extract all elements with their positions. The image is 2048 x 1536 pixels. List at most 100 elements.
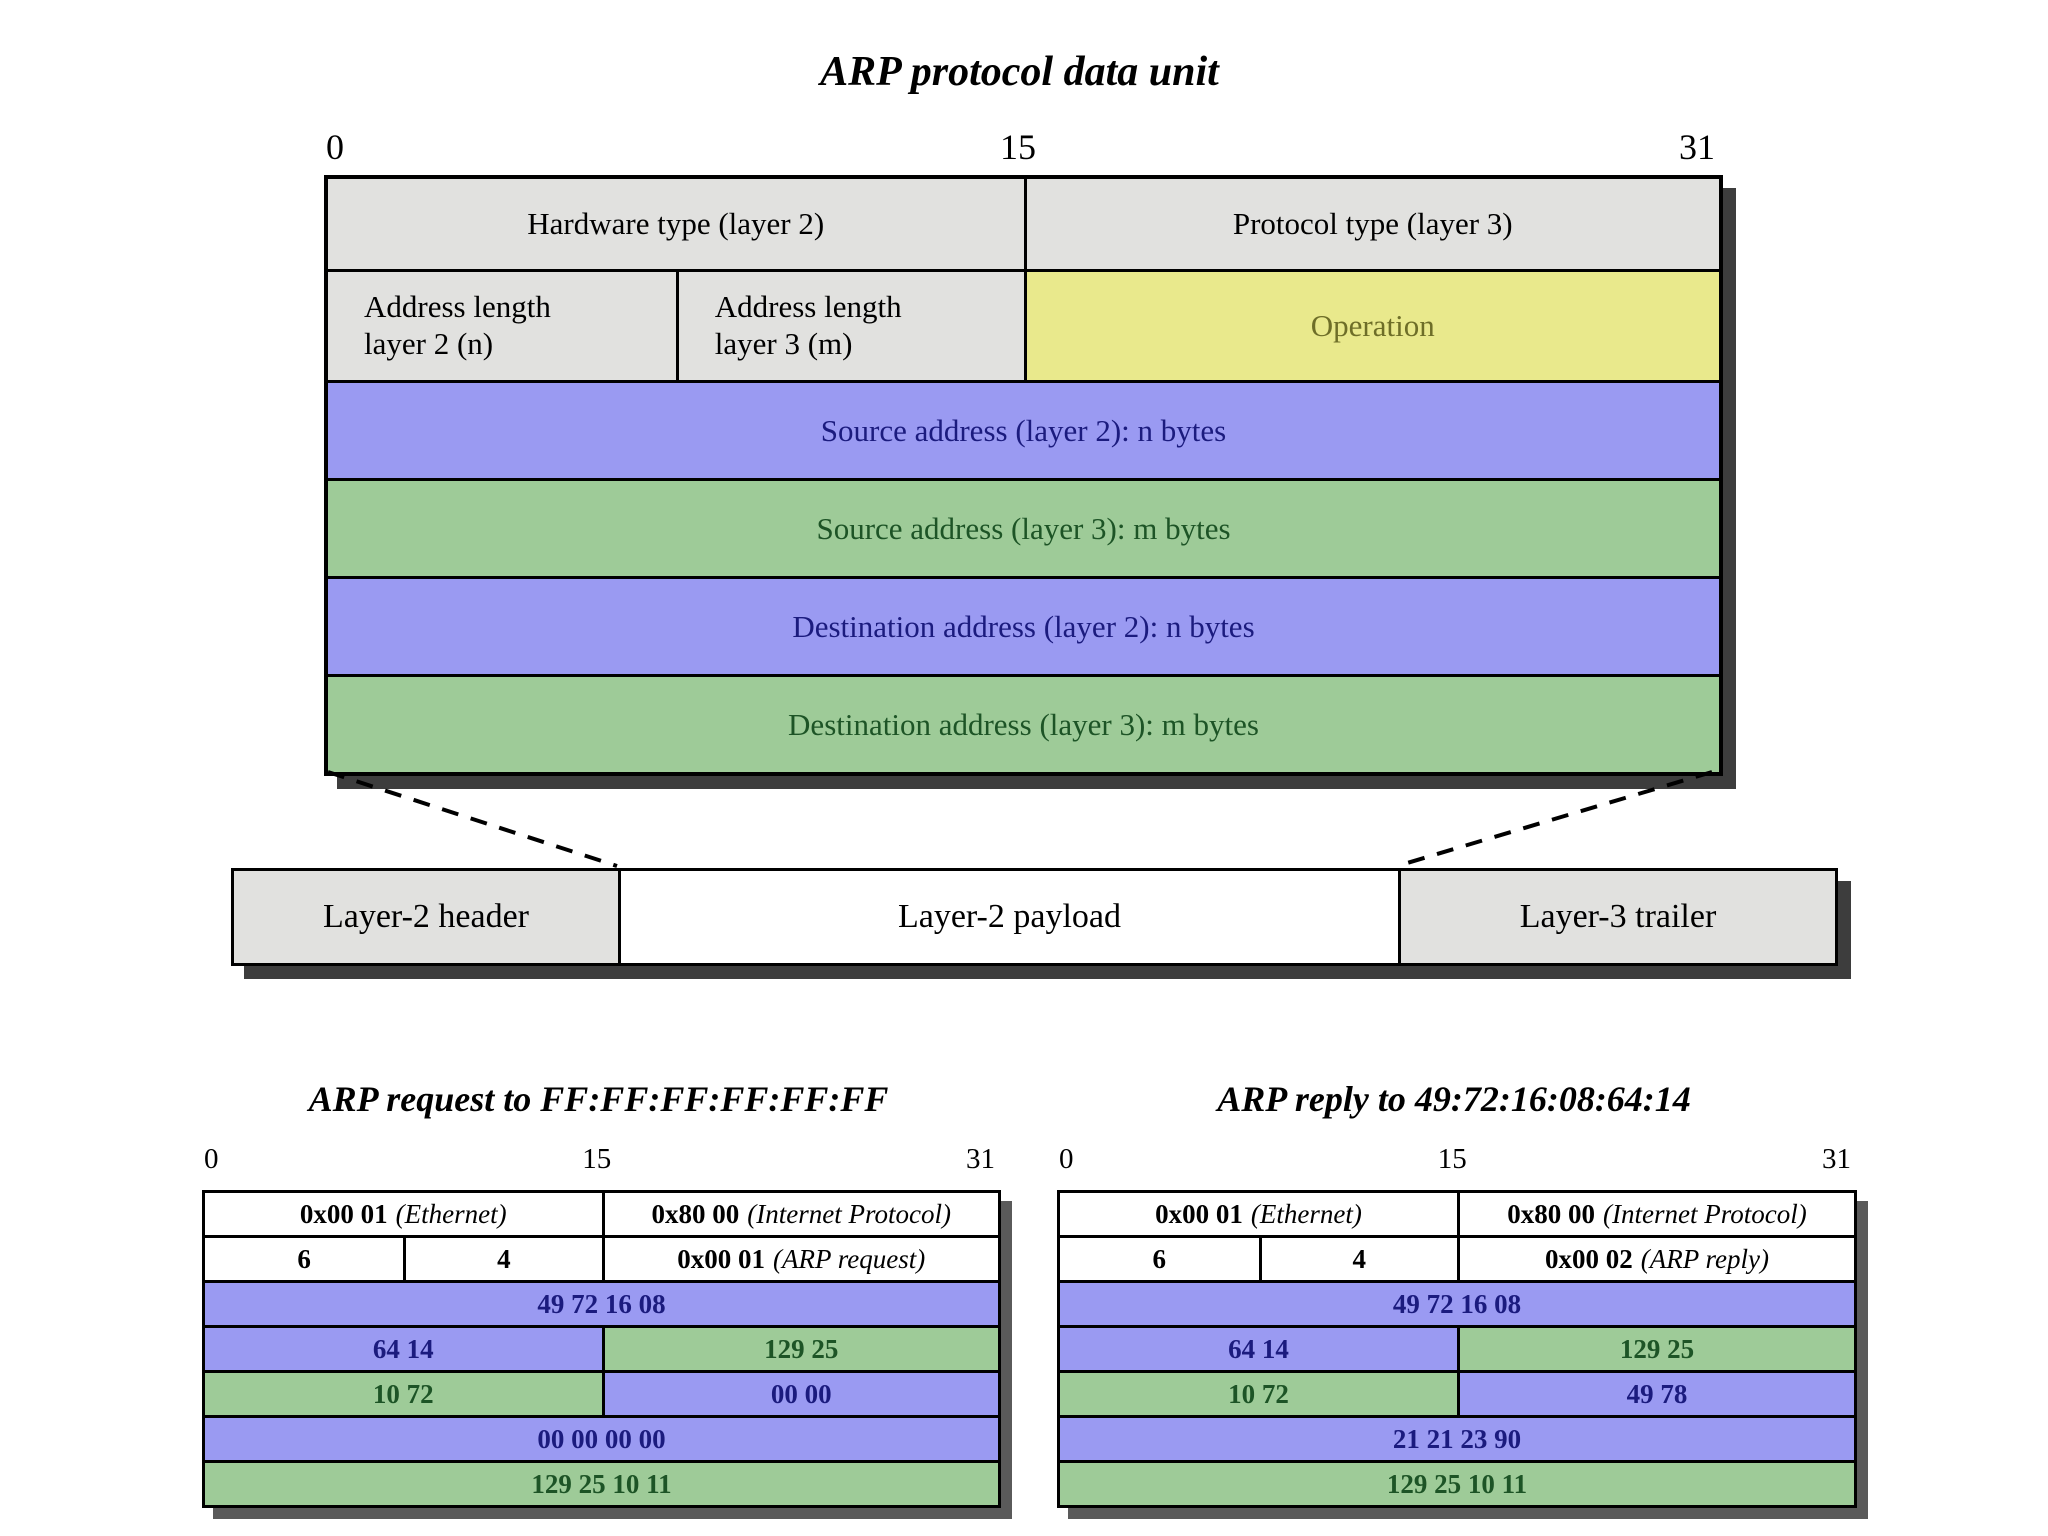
value: 0x80 00 [651,1198,740,1229]
addr-len-l3-line2: layer 3 (m) [714,326,853,361]
rep-row-dst-ip: 129 25 10 11 [1060,1460,1854,1505]
req-row-src-mac-lo-ip-hi: 64 14 129 25 [205,1325,998,1370]
arp-reply-bit-scale: 0 15 31 [1057,1132,1851,1176]
pdu-cell-src-addr-l3: Source address (layer 3): m bytes [328,481,1719,576]
pdu-cell-operation: Operation [1023,272,1719,380]
bit-label-31: 31 [1822,1143,1851,1175]
frame-cell-l3-trailer: Layer-3 trailer [1398,871,1835,963]
req-cell-src-ip-lo: 10 72 [205,1373,602,1415]
value: 49 72 16 08 [537,1288,666,1319]
value: 00 00 00 00 [537,1423,666,1454]
pdu-title: ARP protocol data unit [820,49,1219,95]
value: 129 25 [764,1333,839,1364]
value: 4 [497,1243,511,1274]
value: 49 78 [1626,1378,1688,1409]
req-cell-dst-mac-hi: 00 00 [601,1373,998,1415]
rep-cell-dst-mac-lo: 21 21 23 90 [1060,1418,1854,1460]
note: (ARP reply) [1640,1243,1769,1274]
req-row-types: 0x00 01(Ethernet) 0x80 00(Internet Proto… [205,1193,998,1235]
pdu-cell-src-addr-l2: Source address (layer 2): n bytes [328,383,1719,478]
rep-cell-src-mac-hi: 49 72 16 08 [1060,1283,1854,1325]
req-row-dst-ip: 129 25 10 11 [205,1460,998,1505]
pdu-bit-scale: 0 15 31 [324,114,1715,168]
pdu-cell-dst-addr-l3: Destination address (layer 3): m bytes [328,677,1719,772]
pdu-row-src-l3: Source address (layer 3): m bytes [328,478,1719,576]
arp-reply-table: 0x00 01(Ethernet) 0x80 00(Internet Proto… [1057,1190,1857,1508]
rep-row-src-mac-lo-ip-hi: 64 14 129 25 [1060,1325,1854,1370]
rep-cell-operation: 0x00 02(ARP reply) [1457,1238,1854,1280]
layer2-frame-bar: Layer-2 header Layer-2 payload Layer-3 t… [231,868,1838,966]
bit-label-31: 31 [966,1143,995,1175]
rep-row-src-mac-hi: 49 72 16 08 [1060,1280,1854,1325]
pdu-cell-hardware-type: Hardware type (layer 2) [328,179,1024,269]
value: 129 25 10 11 [1386,1468,1528,1499]
rep-row-lengths-op: 6 4 0x00 02(ARP reply) [1060,1235,1854,1280]
note: (ARP request) [773,1243,926,1274]
frame-cell-l2-payload: Layer-2 payload [618,871,1398,963]
rep-row-dst-mac-lo: 21 21 23 90 [1060,1415,1854,1460]
note: (Ethernet) [1250,1198,1362,1229]
arp-reply-title: ARP reply to 49:72:16:08:64:14 [1217,1079,1691,1119]
value: 0x00 02 [1545,1243,1633,1274]
addr-len-l2-line2: layer 2 (n) [364,326,494,361]
value: 21 21 23 90 [1392,1423,1522,1454]
rep-cell-hw-type: 0x00 01(Ethernet) [1060,1193,1457,1235]
rep-cell-src-ip-hi: 129 25 [1457,1328,1854,1370]
pdu-row-dst-l3: Destination address (layer 3): m bytes [328,674,1719,772]
bit-label-0: 0 [204,1143,219,1175]
req-row-lengths-op: 6 4 0x00 01(ARP request) [205,1235,998,1280]
value: 0x80 00 [1507,1198,1596,1229]
req-cell-src-mac-lo: 64 14 [205,1328,602,1370]
bit-label-15: 15 [582,1143,612,1175]
value: 64 14 [372,1333,434,1364]
value: 10 72 [372,1378,434,1409]
req-row-dst-mac-lo: 00 00 00 00 [205,1415,998,1460]
pdu-row-types: Hardware type (layer 2) Protocol type (l… [328,179,1719,269]
value: 0x00 01 [677,1243,766,1274]
addr-len-l3-line1: Address length [714,289,902,325]
value: 129 25 [1619,1333,1695,1364]
value: 129 25 10 11 [531,1468,672,1499]
bit-label-15: 15 [1437,1143,1467,1175]
req-cell-src-mac-hi: 49 72 16 08 [205,1283,998,1325]
rep-cell-len-l3: 4 [1258,1238,1458,1280]
req-cell-dst-ip: 129 25 10 11 [205,1463,998,1505]
rep-row-types: 0x00 01(Ethernet) 0x80 00(Internet Proto… [1060,1193,1854,1235]
addr-len-l2-line1: Address length [364,289,551,325]
value: 00 00 [770,1378,832,1409]
req-cell-operation: 0x00 01(ARP request) [601,1238,999,1280]
value: 6 [297,1243,311,1274]
rep-cell-dst-ip: 129 25 10 11 [1060,1463,1854,1505]
pdu-cell-dst-addr-l2: Destination address (layer 2): n bytes [328,579,1719,674]
arp-request-title: ARP request to FF:FF:FF:FF:FF:FF [308,1079,889,1119]
pdu-row-lengths-operation: Address length layer 2 (n) Address lengt… [328,269,1719,380]
bit-label-15: 15 [1000,127,1036,167]
req-cell-src-ip-hi: 129 25 [601,1328,998,1370]
rep-row-src-ip-lo-dst-mac-hi: 10 72 49 78 [1060,1370,1854,1415]
bit-label-0: 0 [326,127,344,167]
bit-label-0: 0 [1059,1143,1074,1175]
rep-cell-proto-type: 0x80 00(Internet Protocol) [1457,1193,1854,1235]
value: 4 [1352,1243,1367,1274]
value: 6 [1152,1243,1167,1274]
rep-cell-src-mac-lo: 64 14 [1060,1328,1457,1370]
note: (Internet Protocol) [747,1198,951,1229]
req-cell-proto-type: 0x80 00(Internet Protocol) [601,1193,999,1235]
arp-request-table: 0x00 01(Ethernet) 0x80 00(Internet Proto… [202,1190,1001,1508]
rep-cell-len-l2: 6 [1060,1238,1259,1280]
value: 0x00 01 [299,1198,388,1229]
pdu-row-src-l2: Source address (layer 2): n bytes [328,380,1719,478]
pdu-cell-addr-len-l3: Address length layer 3 (m) [675,272,1024,380]
dashed-connector-left [327,770,618,868]
value: 10 72 [1228,1378,1289,1409]
req-row-src-mac-hi: 49 72 16 08 [205,1280,998,1325]
pdu-cell-protocol-type: Protocol type (layer 3) [1023,179,1719,269]
frame-cell-l2-header: Layer-2 header [234,871,618,963]
note: (Internet Protocol) [1603,1198,1807,1229]
req-cell-hw-type: 0x00 01(Ethernet) [205,1193,602,1235]
arp-request-bit-scale: 0 15 31 [202,1132,995,1176]
req-cell-dst-mac-lo: 00 00 00 00 [205,1418,998,1460]
req-cell-len-l3: 4 [403,1238,601,1280]
req-cell-len-l2: 6 [205,1238,403,1280]
